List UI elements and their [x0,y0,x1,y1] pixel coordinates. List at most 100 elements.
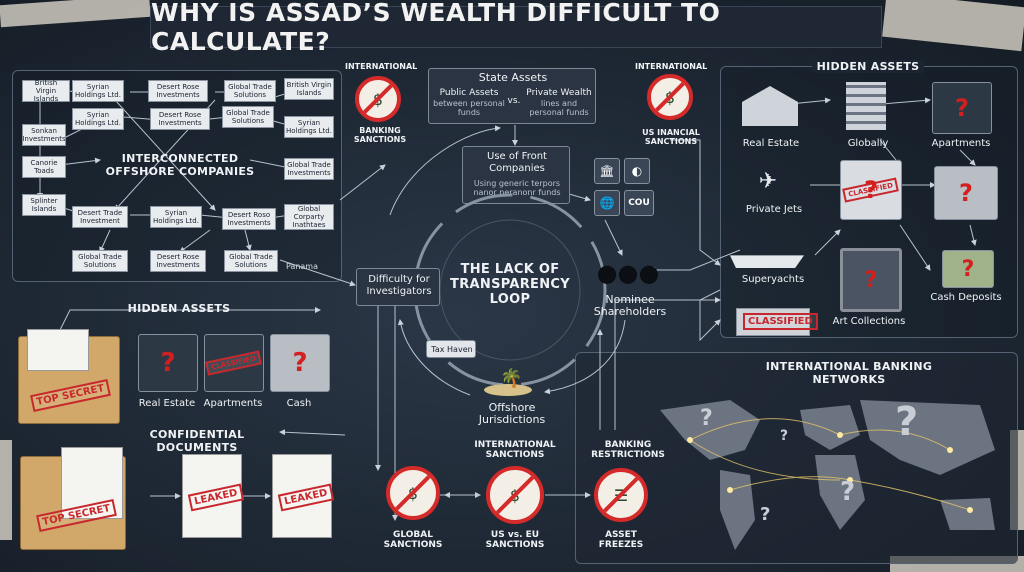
offshore-label: INTERCONNECTED OFFSHORE COMPANIES [105,152,255,178]
globe-icon: 🌐 [594,190,620,216]
vs-label: vs. [507,96,521,106]
offshore-company-box: Desert Roso Investments [222,208,276,230]
page-title: WHY IS ASSAD’S WEALTH DIFFICULT TO CALCU… [150,0,882,56]
us-eu-sanctions-label: US vs. EU SANCTIONS [485,530,545,550]
bank-logo-tile: COU [624,190,654,216]
apartments-classified-icon: CLASSIFIED [204,334,264,392]
offshore-company-box: British Virgin Islands [284,78,334,100]
intl-banking-label-top: INTERNATIONAL [345,62,418,71]
us-sanctions-label-top: INTERNATIONAL [635,62,708,71]
safe-right-icon: ? [934,166,998,220]
private-wealth-sub: lines and personal funds [529,99,589,117]
real-estate-curtain-icon: ? [138,334,198,392]
investigators-box: Difficulty for Investigators [356,268,440,306]
us-sanctions-icon: $ [647,74,693,120]
leaked-stamp-2: LEAKED [277,483,335,512]
confidential-documents-header: CONFIDENTIAL DOCUMENTS [149,428,245,454]
private-jet-icon: ✈ [758,169,778,194]
cash-left-label: Cash [286,398,312,409]
offshore-company-box: Splinter Islands [22,194,66,216]
us-sanctions-label-bottom: US INANCIAL SANCTIONS [642,128,700,146]
front-companies-sub: Using generic terpors nanor peranonr fun… [473,179,561,197]
us-eu-sanctions-icon: $ [486,466,544,524]
classified-stamp: CLASSIFIED [205,350,263,376]
global-sanctions-icon: $ [386,466,440,520]
hidden-assets-right-header: HIDDEN ASSETS [812,60,924,73]
svg-text:?: ? [780,428,788,444]
offshore-company-box: Desert Rose Investments [148,80,208,102]
banking-networks-header: INTERNATIONAL BANKING NETWORKS [765,360,933,386]
banking-restrictions-label: BANKING RESTRICTIONS [591,440,665,460]
panama-label: Panama [285,262,319,271]
safe-icon: ? [270,334,330,392]
offshore-company-box: Syrian Holdings Ltd. [150,206,202,228]
apartments-right-label: Apartments [931,138,991,149]
classified-box-icon: CLASSIFIED ? [840,160,902,220]
offshore-company-box: Sonkan Investments [22,124,66,146]
superyacht-icon [730,255,804,268]
state-assets-title: State Assets [478,71,548,84]
leaked-stamp-1: LEAKED [187,483,245,512]
front-companies-title: Use of Front Companies [487,151,547,174]
cash-deposits-icon: ? [942,250,994,288]
offshore-company-box: Global Trade Solutions [224,80,276,102]
world-map: ?? ?? ? [660,399,995,550]
top-secret-folder-2: TOP SECRET [20,447,126,550]
hidden-assets-left-header: HIDDEN ASSETS [127,302,231,315]
bank-building-icon: 🏛 [594,158,620,184]
offshore-company-box: Canorie Toads [22,156,66,178]
cash-deposits-label: Cash Deposits [930,292,1002,303]
offshore-company-box: Global Trade Solutions [224,250,278,272]
bottom-intl-sanctions-label: INTERNATIONAL SANCTIONS [474,440,556,460]
tax-haven-bubble: Tax Haven [426,340,476,358]
transparency-loop-title: THE LACK OF TRANSPARENCY LOOP [450,262,570,307]
island-icon: 🌴 [480,368,536,396]
nominee-shareholders-label: Nominee Shareholders [593,293,667,318]
superyachts-label: Superyachts [741,274,805,285]
leaked-document-2: LEAKED [272,454,335,538]
apartments-right-icon: ? [932,82,992,134]
offshore-company-box: British Virgin Islands [22,79,70,103]
transparency-loop-circle [413,193,607,387]
offshore-company-box: Desert Rose Investments [150,108,210,130]
public-assets-sub: between personal funds [433,99,505,117]
offshore-company-box: Desert Rose Investments [150,250,206,272]
art-collections-label: Art Collections [832,316,906,327]
offshore-company-box: Syrian Holdings Ltd. [72,108,124,130]
offshore-company-box: Global Trade Solutions [72,250,128,272]
offshore-company-box: Syrian Holdings Ltd. [284,116,334,138]
global-sanctions-label: GLOBAL SANCTIONS [383,530,443,550]
investigators-label: Difficulty for Investigators [366,274,432,297]
bank-logo-icon: ◐ [624,158,650,184]
offshore-company-box: Global Trade Investments [284,158,334,180]
offshore-company-box: Desert Trade Investment [72,206,128,228]
state-assets-box: State Assets Public Assets between perso… [428,68,596,124]
nominee-shareholders-icon: ●●● [596,259,660,287]
intl-banking-label-bottom: BANKING SANCTIONS [353,126,407,144]
svg-text:?: ? [840,477,855,507]
private-jets-label: Private Jets [745,204,803,215]
classified-tag: CLASSIFIED [736,308,818,336]
front-companies-box: Use of Front Companies Using generic ter… [462,146,570,204]
asset-freezes-label: ASSET FREEZES [598,530,644,550]
art-frame-icon: ? [840,248,902,312]
real-estate-right-label: Real Estate [742,138,800,149]
svg-text:?: ? [700,406,713,431]
building-icon [846,82,886,130]
classified-tag-stamp: CLASSIFIED [743,313,818,330]
public-assets-label: Public Assets [439,88,499,98]
private-wealth-label: Private Wealth [526,88,592,98]
svg-text:?: ? [895,399,918,445]
top-secret-folder: TOP SECRET [18,329,120,424]
globally-label: Globally [847,138,889,149]
banking-sanctions-icon: $ [355,76,401,122]
tax-haven-label: Tax Haven [431,345,473,354]
real-estate-left-label: Real Estate [138,398,196,409]
offshore-company-box: Global Corparty Inathtaes [284,204,334,230]
top-secret-stamp: TOP SECRET [30,378,111,413]
newspaper-scrap [0,440,12,540]
svg-text:?: ? [760,504,770,525]
asset-freezes-icon: ☰ [594,468,648,522]
offshore-company-box: Syrian Holdings Ltd. [72,80,124,102]
offshore-jurisdictions-label: Offshore Jurisdictions [478,401,546,426]
